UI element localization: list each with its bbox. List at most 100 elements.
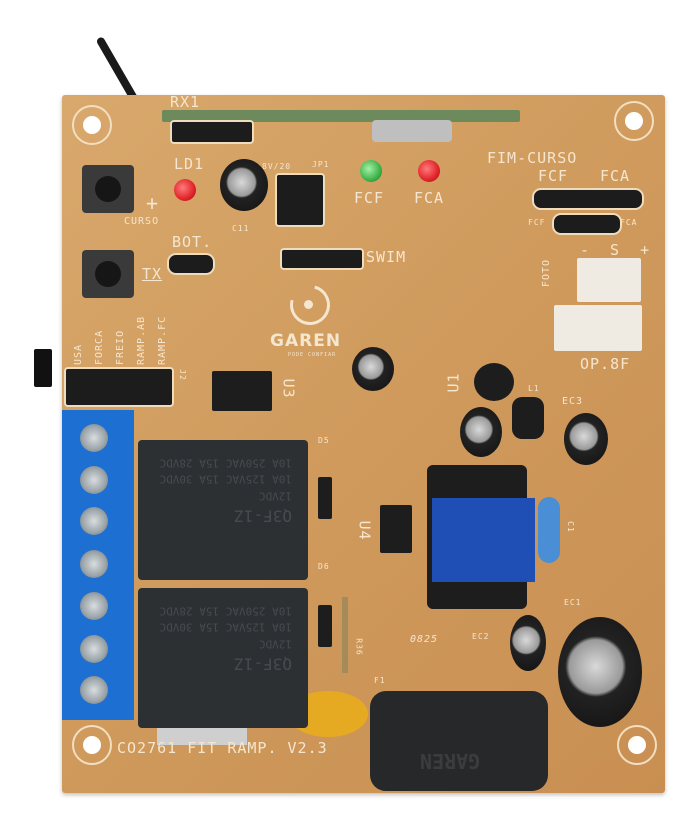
swim-header [280, 248, 364, 270]
jumper-label-ramp-ab: RAMP.AB [136, 315, 147, 365]
capacitor-c11 [220, 159, 268, 211]
inductor-l1 [512, 397, 544, 439]
jp-note-label: 8V/20 [262, 162, 292, 171]
capacitor-c1 [538, 497, 560, 563]
terminal-screw [80, 550, 108, 578]
relay-2: Q3F-1Z 12VDC 10A 125VAC 15A 30VDC 10A 25… [138, 588, 308, 728]
foto-connector [577, 258, 641, 302]
transformer [432, 498, 535, 582]
tx-button [82, 250, 134, 298]
u1-label: U1 [444, 372, 463, 393]
fuse-f1: GAREN [370, 691, 548, 791]
relay-1: Q3F-1Z 12VDC 10A 125VAC 15A 30VDC 10A 25… [138, 440, 308, 580]
ec2-label: EC2 [472, 632, 490, 641]
optocoupler-u4 [380, 505, 412, 553]
mounting-hole [614, 101, 654, 141]
terminal-screw [80, 424, 108, 452]
fcf-header-label: FCF [538, 167, 569, 185]
garen-logo-dot [304, 300, 313, 309]
fca-header-label: FCA [600, 167, 631, 185]
r36-label: R36 [354, 638, 364, 656]
plus-label: + [146, 191, 160, 215]
relay-rating-2: 10A 250VAC 15A 28VDC [159, 604, 292, 618]
ec1-label: EC1 [564, 598, 582, 607]
relay-rating-2: 10A 250VAC 15A 28VDC [159, 456, 292, 470]
terminal-block [62, 410, 134, 720]
terminal-screw [80, 676, 108, 704]
ec3-label: EC3 [562, 396, 584, 407]
jumper-label-usa: USA [73, 343, 84, 365]
fim-curso-selector [552, 213, 622, 235]
relay-model: Q3F-1Z [234, 654, 292, 674]
c1-label: C1 [565, 521, 575, 533]
jumper-label-forca: FORCA [94, 329, 105, 365]
crystal [372, 120, 452, 142]
relay-2-text: Q3F-1Z 12VDC 10A 125VAC 15A 30VDC 10A 25… [152, 602, 292, 676]
diode-d5 [318, 477, 332, 519]
resistor-r36 [342, 597, 348, 673]
relay-coil: 12VDC [258, 637, 292, 651]
capacitor-ec3 [564, 413, 608, 465]
fcf-led-label: FCF [354, 189, 385, 207]
swim-label: SWIM [366, 248, 407, 266]
u4-label: U4 [355, 520, 374, 541]
tx-label: TX [142, 265, 163, 283]
optocoupler-u3 [212, 371, 272, 411]
fuse-brand: GAREN [420, 749, 481, 773]
led-fcf [360, 160, 382, 182]
relay-rating-1: 10A 125VAC 15A 30VDC [159, 621, 292, 634]
rx-module [162, 110, 520, 122]
j2-header [64, 367, 174, 407]
d5-label: D5 [318, 436, 330, 445]
terminal-screw [80, 592, 108, 620]
capacitor-ec1 [558, 617, 642, 727]
op8f-connector [554, 305, 642, 351]
mounting-hole [72, 105, 112, 145]
fca-small-label: FCA [620, 218, 638, 227]
date-code: 0825 [410, 634, 439, 645]
j2-label: J2 [177, 369, 187, 381]
u3-label: U3 [279, 378, 298, 399]
l1-label: L1 [528, 384, 540, 393]
capacitor-ec2 [510, 615, 546, 671]
ld1-label: LD1 [174, 155, 205, 173]
terminal-screw [80, 635, 108, 663]
brand-tagline: PODE CONFIAR [288, 352, 337, 358]
curso-button [82, 165, 134, 213]
fca-led-label: FCA [414, 189, 445, 207]
foto-pins-label: - S + [580, 241, 656, 259]
terminal-screw [80, 466, 108, 494]
curso-label: CURSO [124, 216, 160, 227]
jp1-label: JP1 [312, 160, 330, 169]
relay-coil: 12VDC [258, 489, 292, 503]
d6-label: D6 [318, 562, 330, 571]
capacitor [352, 347, 394, 391]
led-fca [418, 160, 440, 182]
relay-model: Q3F-1Z [234, 506, 292, 526]
jp1-jumper [275, 173, 325, 227]
c11-label: C11 [232, 224, 250, 233]
led-ld1 [174, 179, 196, 201]
fim-curso-header [532, 188, 644, 210]
capacitor [460, 407, 502, 457]
regulator-u1 [474, 363, 514, 401]
rx-header [170, 120, 254, 144]
fim-curso-label: FIM-CURSO [487, 149, 578, 167]
bot-header [167, 253, 215, 275]
terminal-screw [80, 507, 108, 535]
mounting-hole [617, 725, 657, 765]
bot-label: BOT. [172, 233, 213, 251]
jumper-label-ramp-fc: RAMP.FC [157, 315, 168, 365]
relay-rating-1: 10A 125VAC 15A 30VDC [159, 473, 292, 486]
op8f-label: OP.8F [580, 355, 631, 373]
model-label: CO2761 FIT RAMP. V2.3 [117, 739, 328, 757]
rx1-label: RX1 [170, 93, 201, 111]
relay-1-text: Q3F-1Z 12VDC 10A 125VAC 15A 30VDC 10A 25… [152, 454, 292, 528]
foto-label: FOTO [541, 258, 552, 287]
mounting-hole [72, 725, 112, 765]
fcf-small-label: FCF [528, 218, 546, 227]
f1-label: F1 [374, 676, 386, 685]
brand-logo: GAREN [270, 331, 342, 351]
diode-d6 [318, 605, 332, 647]
jumper-label-freio: FREIO [115, 329, 126, 365]
